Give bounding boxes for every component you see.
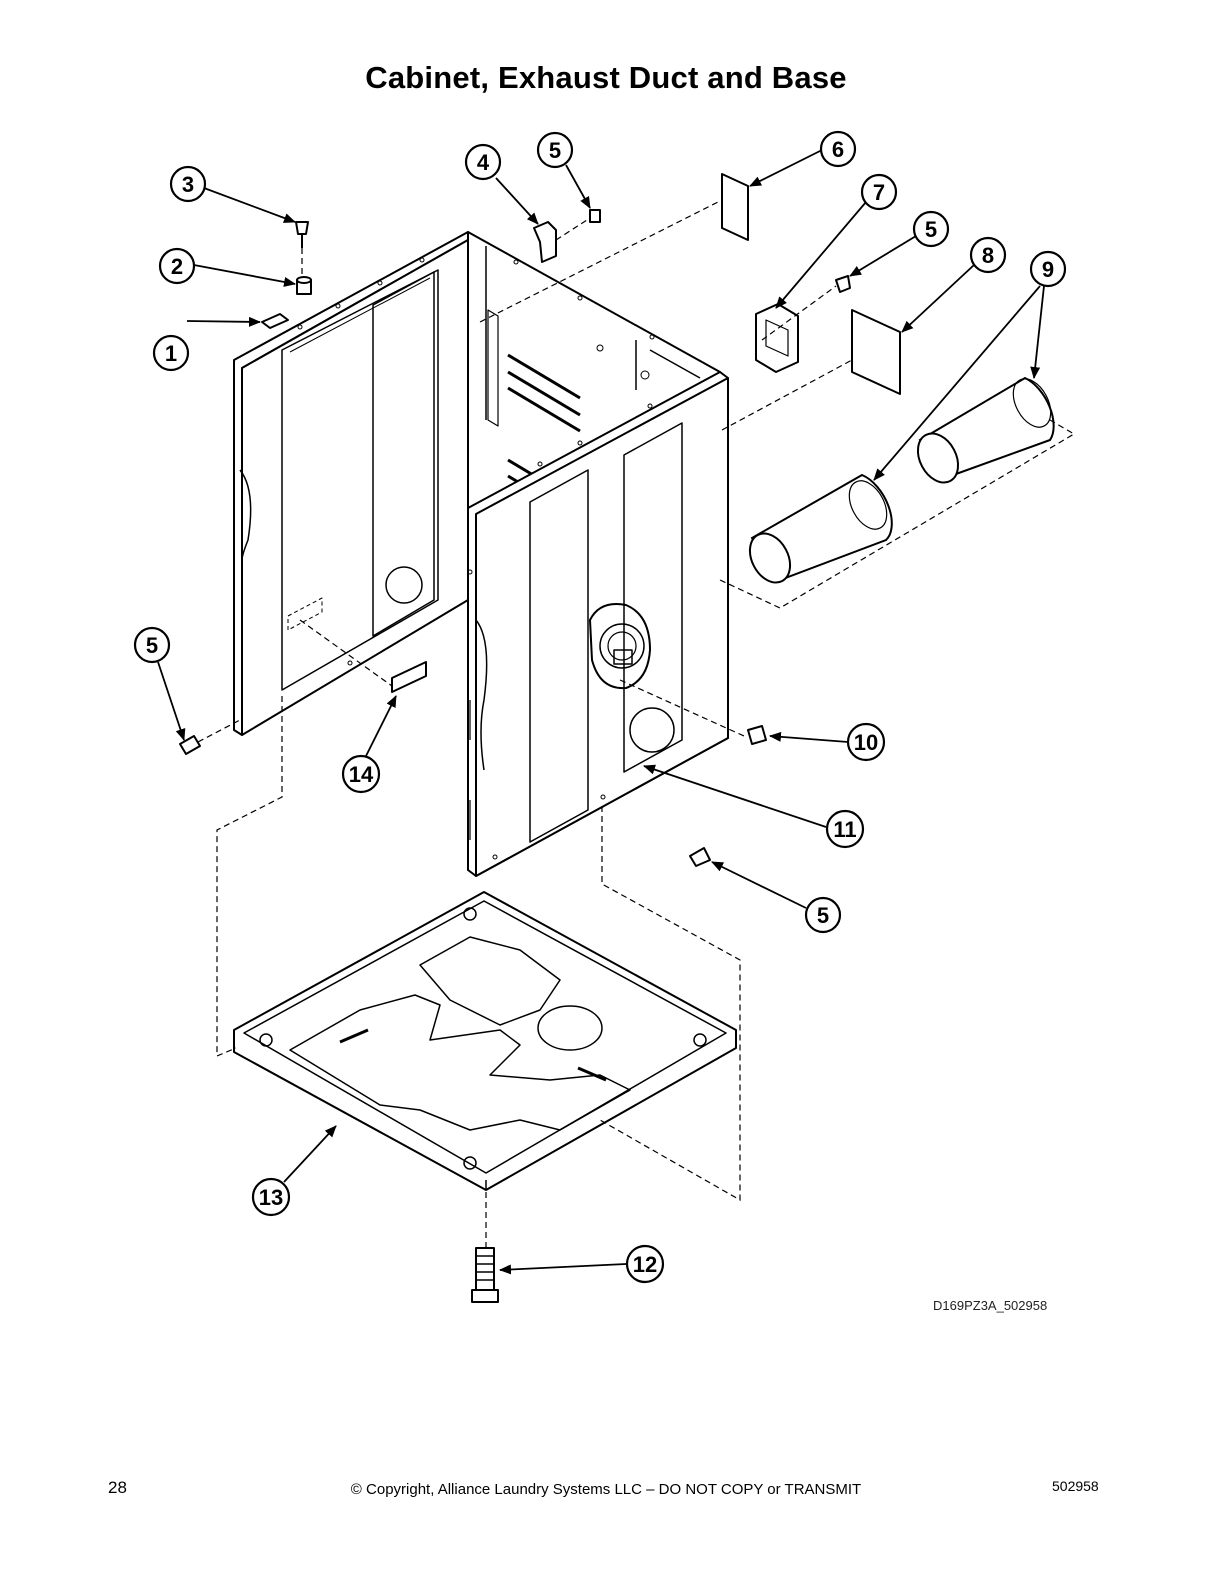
svg-text:7: 7	[873, 180, 885, 205]
callout-11: 11	[825, 809, 865, 849]
assembly-lines	[197, 199, 1076, 1248]
callout-2: 2	[158, 247, 196, 285]
label-part-6	[721, 173, 749, 241]
cabinet-right-panel	[467, 371, 729, 877]
cabinet-left-panel	[233, 231, 469, 736]
callout-5-bottom: 5	[804, 896, 842, 934]
callouts: 1 2 3 4 5 6 7 5 8 9 5 10 14 11 5 13 12	[133, 130, 1067, 1284]
label-part-8	[851, 309, 901, 395]
cabinet-holes	[297, 257, 655, 860]
svg-text:5: 5	[925, 217, 937, 242]
clip-part-1	[261, 313, 289, 329]
svg-text:8: 8	[982, 243, 994, 268]
small-parts	[179, 173, 901, 1303]
page-title: Cabinet, Exhaust Duct and Base	[365, 60, 847, 95]
callout-7: 7	[860, 173, 898, 211]
svg-text:5: 5	[817, 903, 829, 928]
svg-text:13: 13	[259, 1185, 283, 1210]
callout-14: 14	[341, 754, 381, 794]
screw-part-5-left	[179, 735, 201, 755]
svg-text:10: 10	[854, 730, 878, 755]
callout-3: 3	[169, 165, 207, 203]
callout-5-top: 5	[536, 131, 574, 169]
document-number: 502958	[1052, 1478, 1099, 1494]
callout-9: 9	[1029, 250, 1067, 288]
callout-13: 13	[251, 1177, 291, 1217]
page-number: 28	[108, 1478, 127, 1497]
svg-text:2: 2	[171, 254, 183, 279]
screw-part-10	[747, 725, 767, 745]
svg-text:9: 9	[1042, 257, 1054, 282]
cabinet	[233, 231, 729, 877]
copyright-notice: © Copyright, Alliance Laundry Systems LL…	[350, 1481, 862, 1498]
screw-part-5-bottom	[689, 847, 711, 867]
bracket-part-4	[533, 221, 557, 263]
label-part-14	[391, 661, 427, 693]
screw-part-3	[295, 221, 309, 235]
drawing-code: D169PZ3A_502958	[933, 1298, 1048, 1313]
callout-5-mid: 5	[912, 210, 950, 248]
callout-10: 10	[846, 722, 886, 762]
svg-text:5: 5	[146, 633, 158, 658]
leveling-foot-part-12	[475, 1247, 495, 1291]
exhaust-duct-rear	[916, 376, 1055, 484]
callout-leaders	[157, 149, 1045, 1275]
svg-text:1: 1	[165, 341, 177, 366]
callout-5-left: 5	[133, 626, 171, 664]
exhaust-duct-front	[748, 473, 893, 584]
svg-text:6: 6	[832, 137, 844, 162]
svg-text:14: 14	[349, 762, 374, 787]
screw-part-5-mid	[835, 275, 851, 293]
svg-text:12: 12	[633, 1252, 657, 1277]
base-pan	[233, 891, 737, 1191]
callout-4: 4	[464, 143, 502, 181]
svg-text:3: 3	[182, 172, 194, 197]
svg-text:4: 4	[477, 150, 490, 175]
svg-text:5: 5	[549, 138, 561, 163]
callout-12: 12	[625, 1244, 665, 1284]
callout-8: 8	[969, 236, 1007, 274]
bracket-part-7	[755, 303, 799, 373]
svg-text:11: 11	[833, 817, 856, 842]
callout-1: 1	[152, 334, 190, 372]
callout-6: 6	[819, 130, 857, 168]
screw-part-5-top	[589, 209, 601, 223]
